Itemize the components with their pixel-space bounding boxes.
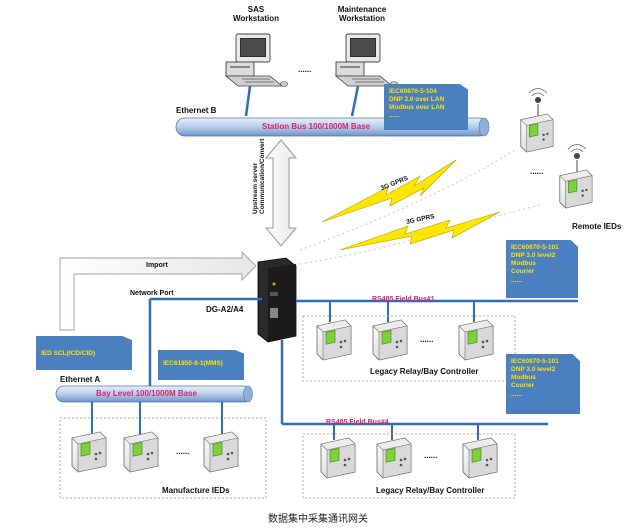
upstream-label: Upstream server Communication/Convert [252,138,267,214]
import-arrow [59,250,257,331]
gateway-device-icon [257,257,297,343]
rs485-bus-1-label: RS485 Field Bus#1 [372,296,435,303]
wireless-signal-lines [299,149,541,265]
note-line: Modbus over LAN [389,104,445,112]
legacy-ied-icon [320,437,356,479]
network-port-label: Network Port [130,290,174,297]
manufacture-group-label: Manufacture IEDs [162,486,230,495]
remote-ied-1-icon [520,88,554,153]
note-line: ...... [389,112,400,120]
upstream-double-arrow [264,139,298,247]
note-line: IEC61850-8-1(MMS) [163,360,223,367]
maintenance-label-line2: Workstation [338,13,386,23]
note-line: IEC60870-5-101 [511,358,559,365]
maintenance-label-line1: Maintenance [337,5,387,14]
station-protocol-note: IEC60870-5-104 DNP 3.0 over LAN Modbus o… [384,84,468,130]
ethernet-b-label: Ethernet B [176,106,217,115]
legacy-ied-icon [372,319,408,361]
legacy-ied-icon [316,319,352,361]
legacy-2-ellipsis: ...... [424,451,438,460]
legacy-group-2-label: Legacy Relay/Bay Controller [376,486,485,495]
manufacture-ied-icon [203,431,239,473]
iec61850-note: IEC61850-8-1(MMS) [158,350,244,380]
field-bus-1-protocol-note: IEC60870-5-101 DNP 3.0 level2 Modbus Cou… [506,240,578,298]
manufacture-ied-icon [123,431,159,473]
legacy-ied-icon [462,437,498,479]
station-bus-label: Station Bus 100/1000M Base [262,122,371,131]
legacy-group-1-label: Legacy Relay/Bay Controller [370,367,479,376]
gprs-bolt-2 [339,211,501,251]
upstream-line1: Upstream server [252,162,259,214]
sas-label-line2: Workstation [232,13,280,23]
manufacture-group-frame [59,417,267,499]
manufacture-ellipsis: ...... [176,447,190,456]
remote-ied-2-icon [559,144,593,209]
legacy-group-2-frame [302,433,516,499]
field-bus-4-protocol-note: IEC60870-5-101 DNP 3.0 level2 Modbus Cou… [506,354,580,414]
legacy-1-ellipsis: ...... [420,335,434,344]
note-line: IEC60870-5-101 [511,244,559,251]
gateway-label: DG-A2/A4 [206,305,244,314]
sas-label-line1: SAS [247,5,265,14]
note-line: DNP 3.0 level2 [511,252,556,260]
note-line: ...... [511,276,522,284]
note-line: IED SCL(ICD/CID) [41,350,96,357]
rs485-bus-4-label: RS485 Field Bus#4 [326,419,389,426]
maintenance-workstation-icon [335,33,398,87]
note-line: Courier [511,268,535,276]
figure-caption: 数据集中采集通讯网关 [268,514,368,525]
legacy-ied-icon [376,437,412,479]
workstation-ellipsis: ...... [298,65,312,74]
ethernet-a-label: Ethernet A [60,375,101,384]
legacy-ied-icon [458,319,494,361]
bay-level-pipe [55,385,253,403]
remote-ieds-label: Remote IEDs [572,222,622,231]
gprs-bolt-1 [321,159,457,223]
sas-workstation-icon [225,33,288,87]
manufacture-ied-icon [71,431,107,473]
maintenance-workstation-label: Maintenance Workstation [330,5,394,24]
note-line: Courier [511,382,535,390]
ied-scl-note: IED SCL(ICD/CID) [36,336,132,370]
note-line: Modbus [511,374,536,382]
note-line: DNP 3.0 level2 [511,366,556,374]
bay-level-label: Bay Level 100/1000M Base [96,389,197,398]
upstream-line2: Communication/Convert [259,138,267,214]
remote-ellipsis: ...... [530,167,544,176]
import-label: Import [146,262,168,269]
note-line: Modbus [511,260,536,268]
sas-workstation-label: SAS Workstation [232,5,280,24]
legacy-group-1-frame [302,315,516,382]
note-line: ...... [511,390,522,398]
note-line: DNP 3.0 over LAN [389,96,445,104]
note-line: IEC60870-5-104 [389,88,437,95]
